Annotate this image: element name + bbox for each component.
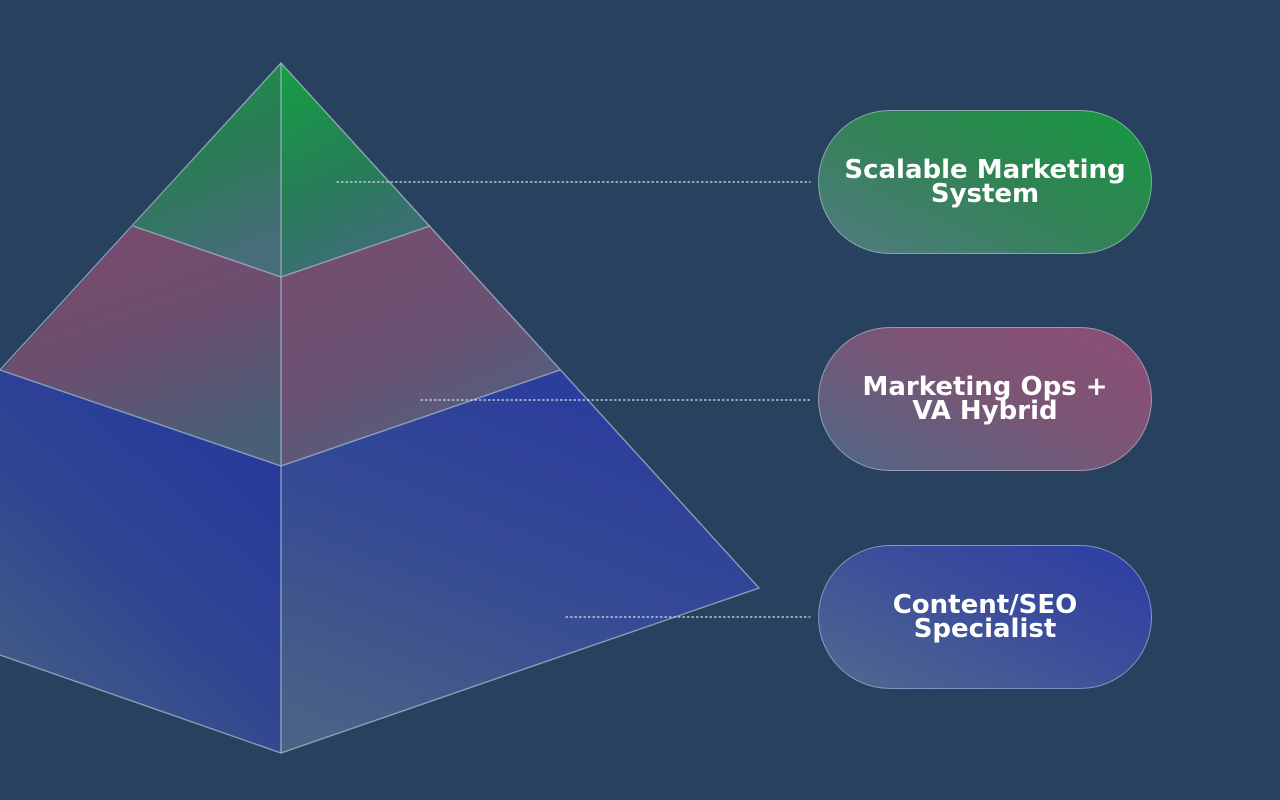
tier-label-top: Scalable Marketing System [818,110,1152,254]
pyramid-edges [0,61,761,754]
pyramid-tier-middle-left-face [2,226,281,466]
tier-label-top-text: Scalable Marketing System [844,155,1126,209]
pyramid-tier-top-right-face [281,63,430,277]
tier-label-bottom-text: Content/SEO Specialist [892,590,1078,644]
tier-label-middle-text: Marketing Ops + VA Hybrid [862,372,1108,426]
pyramid-tier-top-left-face [133,63,281,277]
pyramid-tier-middle-right-face [281,226,560,466]
tier-label-bottom: Content/SEO Specialist [818,545,1152,689]
pyramid-tier-bottom-left-face [0,370,281,753]
connector-lines [336,181,811,618]
tier-label-middle: Marketing Ops + VA Hybrid [818,327,1152,471]
pyramid-tier-bottom-right-face [281,370,759,753]
